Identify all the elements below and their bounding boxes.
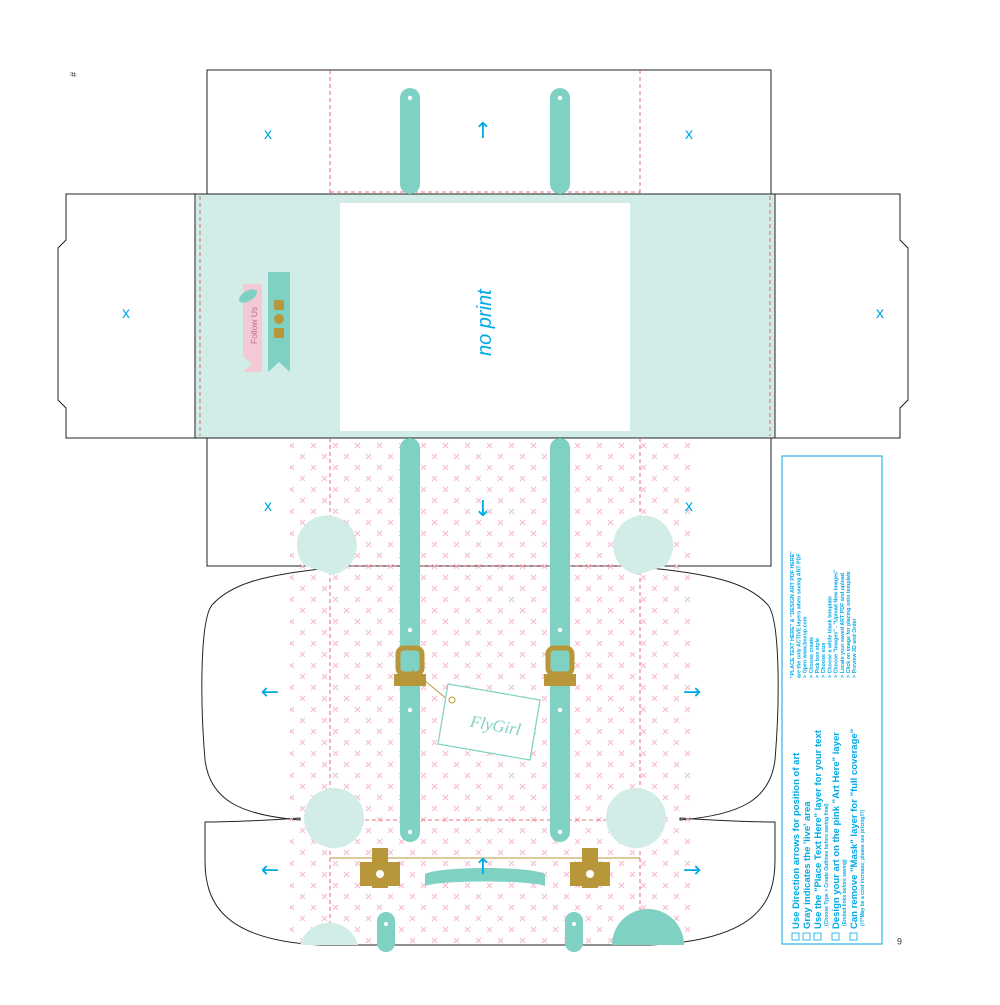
arrow-up-icon: ↑ xyxy=(474,119,492,144)
leather-straps xyxy=(377,88,583,952)
corner-caps xyxy=(296,515,684,945)
facebook-icon xyxy=(274,328,284,338)
corner-mark-top: # xyxy=(68,72,78,77)
instruction-step: > Preview 3D and Order xyxy=(852,618,858,678)
instruction-item: Can remove "Mask" layer for "full covera… xyxy=(849,729,860,929)
buckle-left xyxy=(394,645,426,686)
instruction-item: Use Direction arrows for position of art xyxy=(791,752,802,929)
instruction-step: > Pick box style xyxy=(815,638,821,678)
x-marker: x xyxy=(685,498,693,515)
follow-us-badge: Follow Us xyxy=(238,272,290,372)
instruction-step: > Choose size xyxy=(821,642,827,678)
arrow-left-icon: ← xyxy=(261,680,279,705)
instruction-step: > Click on image for placing onto templa… xyxy=(846,571,852,678)
latch-left xyxy=(360,848,400,888)
instruction-step: are the only ACTIVE layers when saving A… xyxy=(796,553,802,678)
instruction-step: > Open www.boxup.com xyxy=(803,616,809,678)
instagram-icon xyxy=(274,300,284,310)
arrow-down-icon: ↓ xyxy=(474,497,492,522)
checkbox-icon xyxy=(813,932,822,941)
no-print-window xyxy=(340,203,630,431)
no-print-label: no print xyxy=(474,288,496,356)
pinterest-icon xyxy=(274,314,284,324)
arrow-left-icon: ← xyxy=(261,858,279,883)
x-marker: x xyxy=(122,305,130,322)
instruction-item: (Embed links before saving) xyxy=(842,859,848,926)
top-flap-panel xyxy=(206,69,772,195)
left-side-flap xyxy=(57,193,195,439)
instruction-item: Use the "Place Text Here" layer for your… xyxy=(813,729,824,929)
luggage-tag: FlyGirl xyxy=(411,669,541,761)
checkbox-icon xyxy=(831,932,840,941)
corner-mark-bottom: 6 xyxy=(897,936,902,946)
buckle-right xyxy=(544,645,576,686)
x-marker: x xyxy=(876,305,884,322)
checkbox-icon xyxy=(849,932,858,941)
right-side-flap xyxy=(775,193,909,439)
strap-stitch-holes xyxy=(384,95,576,926)
checkbox-icon xyxy=(791,932,800,941)
instruction-step: > Locate your saved ART PDF and upload xyxy=(840,573,846,678)
arrow-right-icon: → xyxy=(683,680,701,705)
arrow-right-icon: → xyxy=(683,858,701,883)
x-marker: x xyxy=(264,126,272,143)
suitcase-handle xyxy=(425,868,545,886)
instructions-panel: Use Direction arrows for position of art… xyxy=(790,551,866,941)
follow-us-text: Follow Us xyxy=(249,307,259,344)
direction-arrows: ↑ ↓ ← → ← → ↑ xyxy=(261,119,701,883)
latch-right xyxy=(570,848,610,888)
instruction-item: Design your art on the pink "Art Here" l… xyxy=(831,732,842,929)
checkbox-icon xyxy=(802,932,811,941)
instruction-item: (Choose Type > Create Outlines before sa… xyxy=(824,803,830,926)
instruction-step: > Choose create xyxy=(809,637,815,678)
instruction-step: "PLACE TEXT HERE" & "DESIGN ART PDF HERE… xyxy=(790,551,796,678)
x-marker: x xyxy=(685,126,693,143)
instruction-item: Gray indicates the 'live' area xyxy=(802,801,813,929)
x-marker: x xyxy=(264,498,272,515)
x-markers: x x x x x x xyxy=(122,126,884,515)
instructions-box xyxy=(781,455,883,945)
instruction-step: > Choose "Images" - "Upload New Images" xyxy=(834,569,840,678)
instruction-step: > Choose a white blank template xyxy=(827,596,833,678)
arrow-up-icon: ↑ xyxy=(474,855,492,880)
instruction-item: (!!!*May be a cost increase; please see … xyxy=(860,810,866,926)
